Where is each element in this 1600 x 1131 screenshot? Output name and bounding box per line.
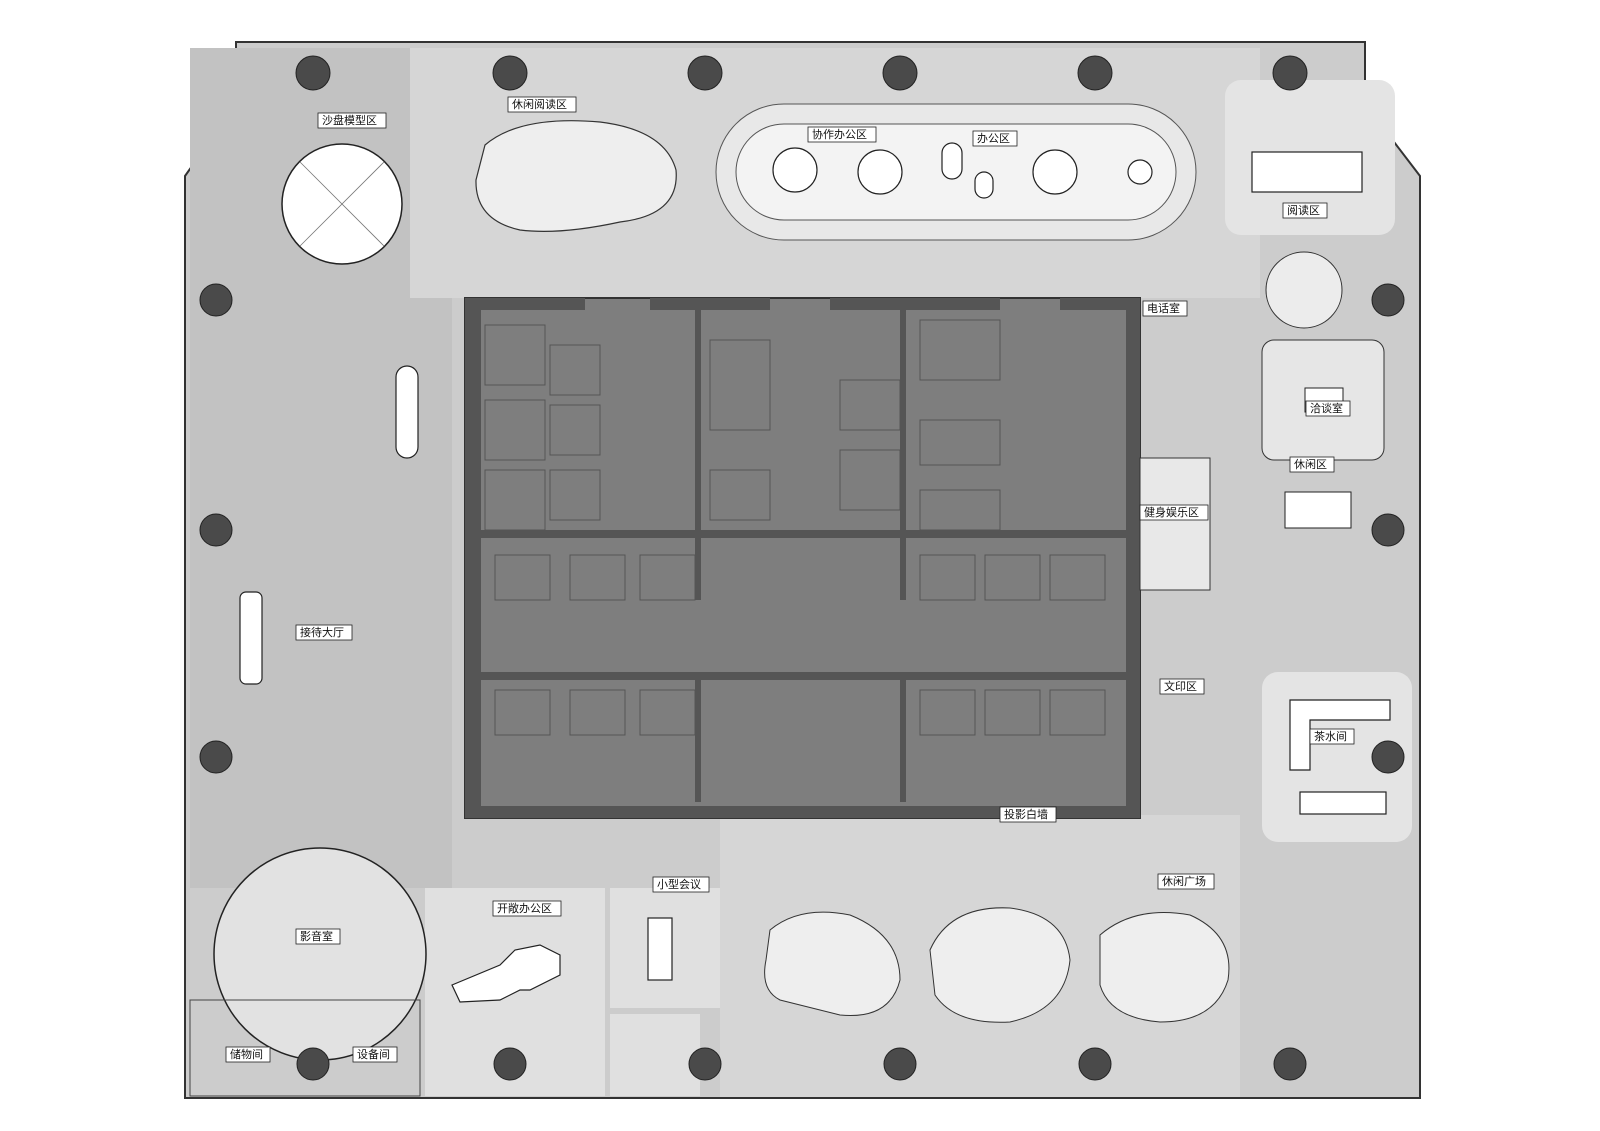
label-gym: 健身娱乐区 <box>1139 504 1209 521</box>
plaza-island-1 <box>764 911 901 1017</box>
label-small-meeting: 小型会议 <box>652 876 710 893</box>
label-text-storage: 储物间 <box>230 1047 263 1061</box>
label-text-small-meeting: 小型会议 <box>657 877 701 891</box>
label-text-equipment: 设备间 <box>357 1047 390 1061</box>
label-text-reception-hall: 接待大厅 <box>300 625 344 639</box>
gym-room <box>1139 457 1211 591</box>
reception-sofa <box>239 591 263 685</box>
label-text-leisure-plaza: 休闲广场 <box>1162 874 1206 888</box>
label-electrical: 电话室 <box>1142 300 1188 317</box>
label-projection-wall: 投影白墙 <box>999 806 1057 823</box>
label-rest-area: 休闲区 <box>1289 456 1335 473</box>
label-text-rest-area: 休闲区 <box>1294 457 1327 471</box>
label-text-cinema: 影音室 <box>300 929 333 943</box>
reading-table <box>1251 151 1363 193</box>
label-text-leisure-reading: 休闲阅读区 <box>512 97 567 111</box>
round-desks <box>772 142 1153 199</box>
central-core <box>464 297 1141 819</box>
small-meeting-table <box>647 917 673 981</box>
label-leisure-reading: 休闲阅读区 <box>507 96 577 113</box>
office-small-zone <box>610 1014 700 1096</box>
storage-room <box>189 999 421 1097</box>
plaza-island-3 <box>1099 912 1230 1023</box>
core-walls <box>465 298 1140 818</box>
label-text-office-area: 办公区 <box>977 132 1010 145</box>
label-equipment: 设备间 <box>352 1046 398 1063</box>
label-coop-office: 协作办公区 <box>807 126 877 143</box>
label-storage: 储物间 <box>225 1046 271 1063</box>
label-text-projection-wall: 投影白墙 <box>1004 807 1048 821</box>
structural-columns <box>199 55 1405 1081</box>
label-text-gym: 健身娱乐区 <box>1144 505 1199 519</box>
cinema-room <box>213 847 427 1061</box>
label-text-sandbox: 沙盘模型区 <box>322 113 377 127</box>
label-cinema: 影音室 <box>295 928 341 945</box>
label-text-open-office: 开敞办公区 <box>497 901 552 915</box>
label-text-tea-room: 茶水间 <box>1314 730 1347 743</box>
label-text-electrical: 电话室 <box>1147 301 1180 315</box>
round-table-top <box>1265 251 1343 329</box>
label-sandbox: 沙盘模型区 <box>317 112 387 129</box>
label-text-copy-area: 文印区 <box>1164 679 1197 693</box>
label-text-negotiation: 洽谈室 <box>1310 401 1343 415</box>
rest-sofa <box>1284 491 1352 529</box>
label-office-area: 办公区 <box>972 130 1018 147</box>
label-open-office: 开敞办公区 <box>492 900 562 917</box>
label-tea-room: 茶水间 <box>1309 728 1355 745</box>
reception-meeting-table <box>395 365 419 459</box>
label-leisure-plaza: 休闲广场 <box>1157 873 1215 890</box>
label-negotiation: 洽谈室 <box>1305 400 1351 417</box>
plaza-island-2 <box>929 907 1071 1023</box>
core-rooms <box>484 319 1106 736</box>
label-text-coop-office: 协作办公区 <box>812 127 867 141</box>
leisure-reading-island <box>475 120 677 232</box>
open-office-desks <box>451 944 561 1003</box>
tea-counter <box>1289 699 1391 771</box>
label-reading-area: 阅读区 <box>1282 202 1328 219</box>
label-copy-area: 文印区 <box>1159 678 1205 695</box>
label-text-reading-area: 阅读区 <box>1287 203 1320 217</box>
label-reception-hall: 接待大厅 <box>295 624 353 641</box>
